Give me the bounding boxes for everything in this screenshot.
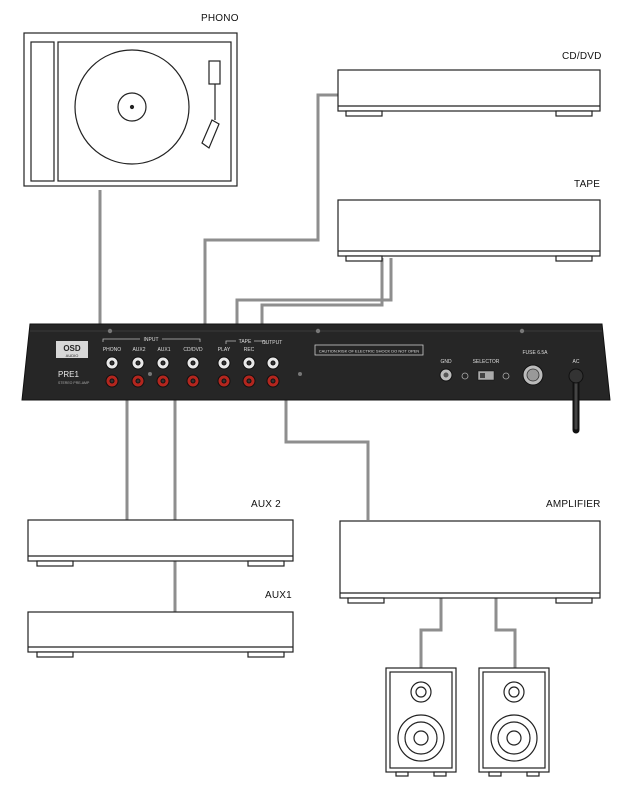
rca-jacks-top (105, 356, 280, 370)
model-subtitle: STEREO PRE-AMP (58, 381, 90, 385)
aux2-device (27, 519, 294, 567)
aux1-label: AUX1 (265, 590, 292, 601)
cable-speaker-right (494, 598, 517, 668)
rca-jacks-bottom (105, 374, 280, 388)
caution-box (314, 344, 424, 356)
fuse-holder-icon (522, 364, 544, 386)
cable-cd-dvd (203, 93, 338, 380)
aux1-device (27, 611, 294, 658)
jack-label-aux2: AUX2 (132, 347, 145, 353)
speaker-left (385, 667, 457, 777)
screw-icon (298, 372, 302, 376)
preamp-rear-panel: OSD AUDIO PRE1 STEREO PRE-AMP INPUT TAPE… (21, 323, 611, 401)
tape-group-label: TAPE (239, 339, 252, 345)
logo-bottom: AUDIO (66, 353, 79, 358)
input-group-label: INPUT (144, 337, 159, 343)
ac-label: AC (573, 359, 580, 365)
jack-label-output: OUTPUT (262, 340, 283, 346)
phono-turntable (23, 32, 238, 187)
cd-dvd-label: CD/DVD (562, 51, 602, 62)
selector-switch-icon (461, 370, 510, 381)
aux2-label: AUX 2 (251, 499, 281, 510)
cable-output (284, 380, 370, 520)
jack-label-rec: REC (244, 347, 255, 353)
amplifier-device (339, 520, 601, 604)
speaker-right (478, 667, 550, 777)
jack-label-cddvd: CD/DVD (183, 347, 203, 353)
selector-label: SELECTOR (473, 359, 500, 365)
jack-label-aux1: AUX1 (157, 347, 170, 353)
osd-logo (56, 341, 88, 358)
screw-icon (315, 328, 321, 334)
cables (98, 93, 517, 668)
fuse-label: FUSE 6.5A (522, 350, 548, 356)
tape-deck (337, 199, 601, 262)
tape-label: TAPE (574, 179, 601, 190)
logo-top: OSD (63, 344, 81, 353)
ac-power-cord (568, 368, 584, 434)
model-name: PRE1 (58, 370, 79, 379)
cd-dvd-player (337, 69, 601, 117)
caution-label: CAUTION:RISK OF ELECTRIC SHOCK DO NOT OP… (319, 349, 419, 354)
cable-speaker-left (419, 598, 443, 668)
amplifier-label: AMPLIFIER (546, 499, 601, 510)
screw-icon (107, 328, 113, 334)
screw-icon (148, 372, 152, 376)
gnd-label: GND (440, 359, 452, 365)
screw-icon (519, 328, 525, 334)
jack-label-phono: PHONO (103, 347, 121, 353)
jack-label-play: PLAY (218, 347, 231, 353)
phono-label: PHONO (201, 13, 239, 24)
